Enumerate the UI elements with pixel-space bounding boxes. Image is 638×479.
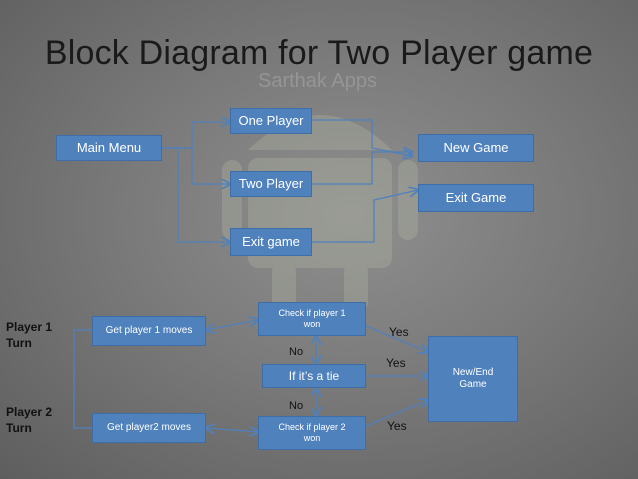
two-player-box: Two Player: [230, 171, 312, 197]
one-player-box: One Player: [230, 108, 312, 134]
exit-game-mid-box: Exit game: [230, 228, 312, 256]
no-label-bottom: No: [289, 400, 304, 412]
watermark-text: Sarthak Apps: [258, 70, 377, 92]
check-player1-won-box: Check if player 1 won: [258, 302, 366, 336]
connector: [312, 190, 418, 243]
connector: [365, 325, 428, 352]
player2-turn-label: Player 2 Turn: [6, 405, 53, 436]
slide-title: Block Diagram for Two Player game: [44, 34, 594, 72]
connector: [312, 152, 412, 185]
player1-turn-label: Player 1 Turn: [6, 320, 53, 351]
new-game-box: New Game: [418, 134, 534, 162]
connector: [162, 147, 230, 242]
main-menu-box: Main Menu: [56, 135, 162, 161]
yes-label-player1: Yes: [389, 325, 409, 339]
check-player2-won-box: Check if player 2 won: [258, 416, 366, 450]
exit-game-right-box: Exit Game: [418, 184, 534, 212]
connector: [206, 428, 258, 432]
get-player2-moves-box: Get player2 moves: [92, 413, 206, 443]
yes-label-tie: Yes: [386, 356, 406, 370]
connector: [365, 400, 428, 427]
no-label-top: No: [289, 346, 304, 358]
connector: [162, 147, 230, 184]
new-end-game-box: New/End Game: [428, 336, 518, 422]
yes-label-player2: Yes: [387, 419, 407, 433]
connector: [206, 320, 258, 330]
connector: [162, 122, 230, 149]
connector: [312, 119, 412, 156]
connector: [73, 329, 92, 429]
get-player1-moves-box: Get player 1 moves: [92, 316, 206, 346]
tie-check-box: If it’s a tie: [262, 364, 366, 388]
